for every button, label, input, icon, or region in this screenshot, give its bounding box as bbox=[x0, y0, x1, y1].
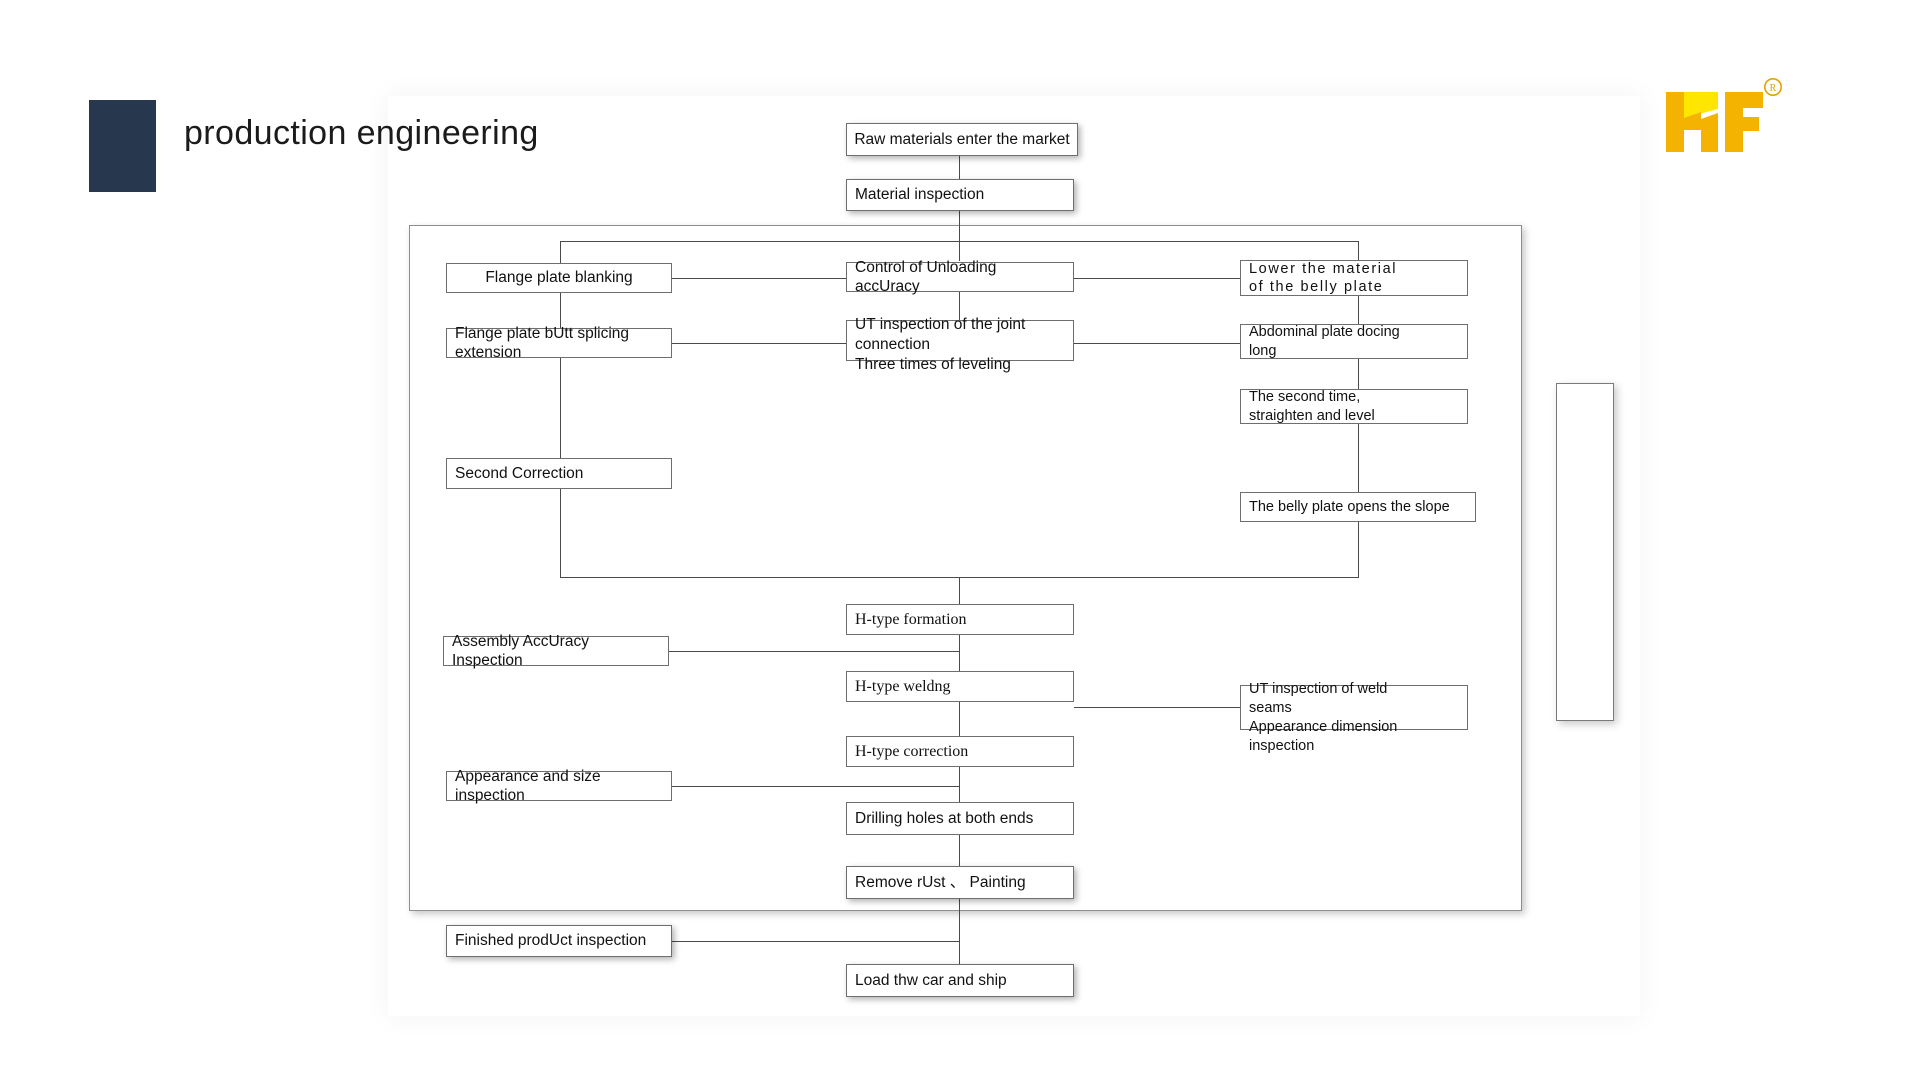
connector-appearance-to-h-correction bbox=[672, 786, 960, 788]
connector-top-distribution-bar bbox=[560, 241, 1359, 243]
box-flange-butt-splicing[interactable]: Flange plate bUtt splicing extension bbox=[446, 325, 672, 361]
connector-drilling-to-rust bbox=[959, 835, 961, 867]
title-accent-block bbox=[89, 100, 156, 192]
box-assembly-accuracy-inspection[interactable]: Assembly AccUracy Inspection bbox=[443, 633, 669, 669]
connector-assembly-to-h-formation bbox=[669, 651, 960, 653]
box-drilling-holes[interactable]: Drilling holes at both ends bbox=[846, 802, 1074, 835]
connector-left-correction-to-merge bbox=[560, 489, 562, 577]
connector-merge-to-h-formation bbox=[959, 577, 961, 605]
hf-logo: R bbox=[1662, 78, 1802, 166]
box-load-car-and-ship[interactable]: Load thw car and ship bbox=[846, 964, 1074, 997]
box-remove-rust-painting[interactable]: Remove rUst 、 Painting bbox=[846, 866, 1074, 899]
connector-right-lower-to-abdominal bbox=[1358, 296, 1360, 325]
connector-center-unload-to-ut bbox=[959, 292, 961, 321]
box-material-inspection[interactable]: Material inspection bbox=[846, 179, 1074, 211]
box-appearance-size-inspection[interactable]: Appearance and size inspection bbox=[446, 768, 672, 804]
box-h-type-welding[interactable]: H-type weldng bbox=[846, 671, 1074, 702]
box-ut-weld-seams[interactable]: UT inspection of weld seams Appearance d… bbox=[1240, 681, 1468, 754]
box-flange-plate-blanking[interactable]: Flange plate blanking bbox=[446, 263, 672, 293]
connector-h-welding-to-ut-weld bbox=[1074, 707, 1241, 709]
box-ut-joint-connection-label: UT inspection of the joint connection Th… bbox=[855, 316, 1026, 374]
connector-branch-right-down bbox=[1358, 241, 1360, 261]
box-h-type-correction[interactable]: H-type correction bbox=[846, 736, 1074, 767]
box-ut-weld-seams-label: UT inspection of weld seams Appearance d… bbox=[1249, 681, 1398, 754]
connector-left-splicing-to-correction bbox=[560, 358, 562, 459]
connector-right-second-to-slope bbox=[1358, 424, 1360, 493]
box-second-correction[interactable]: Second Correction bbox=[446, 458, 672, 489]
box-finished-product-inspection[interactable]: Finished prodUct inspection bbox=[446, 925, 672, 957]
connector-right-abdominal-to-second bbox=[1358, 359, 1360, 390]
connector-unloading-to-lower bbox=[1074, 278, 1241, 280]
connector-finished-to-load bbox=[672, 941, 960, 943]
box-control-unloading-accuracy[interactable]: Control of Unloading accUracy bbox=[846, 259, 1074, 295]
box-raw-materials[interactable]: Raw materials enter the market bbox=[846, 123, 1078, 156]
connector-raw-to-inspection bbox=[959, 156, 961, 180]
svg-text:R: R bbox=[1770, 83, 1777, 94]
empty-tall-box bbox=[1556, 383, 1614, 721]
box-second-straighten-level[interactable]: The second time, straighten and level bbox=[1240, 389, 1468, 424]
box-lower-belly-plate[interactable]: Lower the material of the belly plate bbox=[1240, 260, 1468, 296]
connector-h-formation-to-welding bbox=[959, 635, 961, 672]
connector-left-blanking-to-splicing bbox=[560, 293, 562, 329]
box-belly-plate-opens-slope[interactable]: The belly plate opens the slope bbox=[1240, 492, 1476, 522]
box-h-type-formation[interactable]: H-type formation bbox=[846, 604, 1074, 635]
connector-blanking-to-unloading bbox=[672, 278, 847, 280]
box-ut-joint-connection[interactable]: UT inspection of the joint connection Th… bbox=[846, 316, 1074, 373]
connector-inspection-down bbox=[959, 211, 961, 261]
connector-splicing-to-ut bbox=[672, 343, 847, 345]
connector-ut-to-abdominal bbox=[1074, 343, 1241, 345]
box-abdominal-plate-docking[interactable]: Abdominal plate docing long bbox=[1240, 324, 1468, 359]
page-title: production engineering bbox=[184, 114, 539, 152]
connector-right-slope-to-merge bbox=[1358, 522, 1360, 577]
connector-branch-left-down bbox=[560, 241, 562, 264]
connector-rust-to-load bbox=[959, 899, 961, 965]
connector-h-welding-to-correction bbox=[959, 702, 961, 737]
connector-h-correction-to-drilling bbox=[959, 767, 961, 803]
